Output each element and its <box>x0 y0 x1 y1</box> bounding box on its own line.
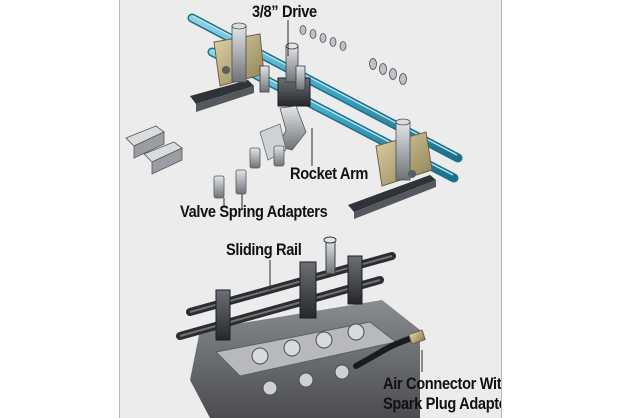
valve-spring-adapter-parts <box>213 145 285 199</box>
air-connector-hose <box>353 329 426 369</box>
drive-head <box>259 42 311 107</box>
air-connector-label: Air Connector With Spark Plug Adapter <box>383 374 502 414</box>
rocker-arm-label: Rocket Arm <box>290 164 369 183</box>
tool-illustration <box>125 13 463 418</box>
engine-head <box>190 300 420 418</box>
washer-set <box>299 25 407 85</box>
drive-label: 3/8” Drive <box>252 2 317 21</box>
air-connector-label-line2: Spark Plug Adapter <box>383 394 502 413</box>
right-bracket <box>375 118 433 187</box>
left-bracket <box>213 22 265 87</box>
rail-blocks <box>125 125 183 175</box>
diagram-frame: 3/8” Drive Rocket Arm Valve Spring Adapt… <box>119 0 502 418</box>
air-connector-label-line1: Air Connector With <box>383 374 502 393</box>
mounted-rail-assembly <box>176 236 396 341</box>
leader-lines <box>223 20 423 372</box>
lower-rail-right <box>348 175 436 219</box>
lower-rail-left <box>190 80 254 112</box>
sliding-rail-label: Sliding Rail <box>226 240 302 259</box>
valve-spring-adapters-label: Valve Spring Adapters <box>180 202 328 221</box>
